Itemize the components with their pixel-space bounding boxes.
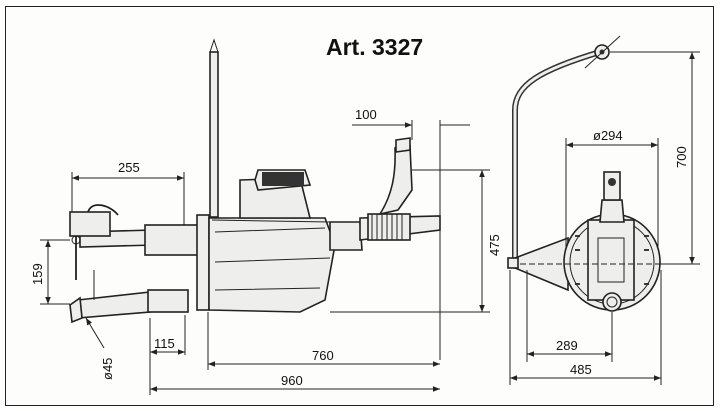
cable-bellows xyxy=(367,213,411,241)
transformer-body xyxy=(208,217,336,313)
dim-475: 475 xyxy=(487,234,502,256)
upper-electrode-holder xyxy=(69,211,111,237)
lower-arm xyxy=(77,291,151,319)
side-view xyxy=(69,38,441,324)
mounting-flange xyxy=(196,214,210,311)
dim-485: 485 xyxy=(570,362,592,377)
front-view-dimensions: ø294 700 289 485 xyxy=(509,51,700,385)
front-view xyxy=(507,35,661,312)
side-view-dimensions: 100 255 159 475 115 760 960 ø45 xyxy=(30,107,502,395)
dim-100: 100 xyxy=(355,107,377,122)
cylinder-head xyxy=(144,224,201,256)
dim-115: 115 xyxy=(154,336,175,351)
dim-159: 159 xyxy=(30,263,45,285)
drawing-title: Art. 3327 xyxy=(326,34,423,60)
dim-dia45: ø45 xyxy=(100,358,115,380)
dim-255: 255 xyxy=(118,160,140,175)
dim-760: 760 xyxy=(312,348,334,363)
drawing-frame xyxy=(5,6,714,406)
vertical-rod xyxy=(209,51,219,218)
dim-960: 960 xyxy=(281,373,303,388)
hose-bend xyxy=(378,145,413,216)
dim-dia294: ø294 xyxy=(593,128,623,143)
dim-700: 700 xyxy=(674,146,689,168)
dim-289: 289 xyxy=(556,338,578,353)
